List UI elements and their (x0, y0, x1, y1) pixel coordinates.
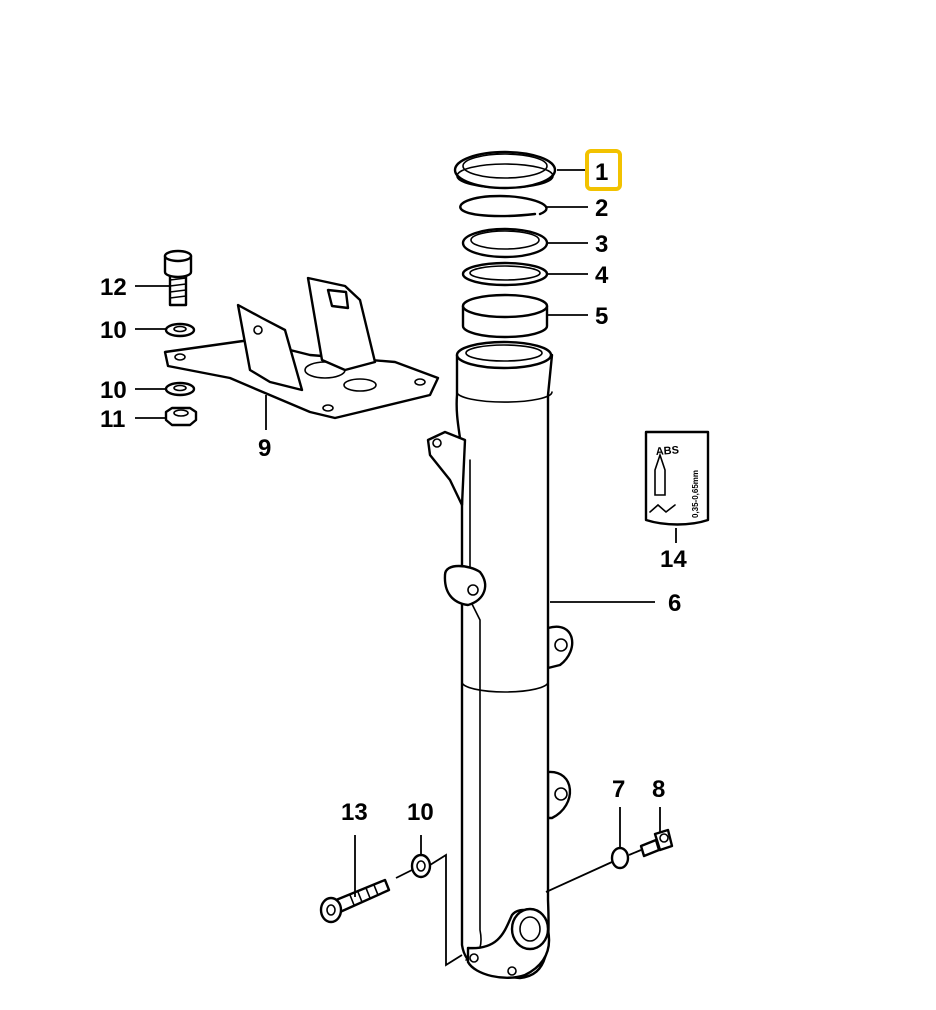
part-11-nut[interactable] (164, 406, 198, 427)
callout-10-lower[interactable]: 10 (100, 377, 127, 404)
part-14-label-card[interactable]: ABS 0,35-0,65mm (644, 430, 710, 526)
callout-1-highlight (585, 149, 622, 191)
callouts: 1 2 3 4 5 6 14 12 10 10 11 9 13 10 7 8 (100, 159, 687, 826)
callout-9[interactable]: 9 (258, 435, 271, 462)
part-5-bushing[interactable] (461, 293, 549, 339)
callout-1[interactable]: 1 (595, 159, 608, 186)
part-2-circlip[interactable] (459, 194, 548, 218)
part-9-mounting-plate[interactable] (163, 276, 440, 420)
callout-14[interactable]: 14 (660, 546, 687, 573)
part-4-washer[interactable] (461, 261, 549, 287)
callout-6[interactable]: 6 (668, 590, 681, 617)
part-10-washer-upper[interactable] (164, 322, 196, 338)
callout-3[interactable]: 3 (595, 231, 608, 258)
part-3-oil-seal[interactable] (461, 227, 549, 259)
part-6-slider-tube[interactable] (426, 340, 574, 980)
leader-lines (135, 169, 677, 967)
part-8-screw[interactable] (639, 828, 674, 858)
callout-13[interactable]: 13 (341, 799, 368, 826)
label-card-line1: ABS (655, 444, 679, 458)
part-1-dust-seal[interactable] (453, 150, 557, 190)
part-13-long-bolt[interactable] (319, 878, 391, 924)
callout-2[interactable]: 2 (595, 195, 608, 222)
callout-5[interactable]: 5 (595, 303, 608, 330)
part-7-small-washer[interactable] (610, 846, 630, 870)
part-10-washer-bolt[interactable] (410, 853, 432, 879)
callout-8[interactable]: 8 (652, 776, 665, 803)
part-10-washer-lower[interactable] (164, 381, 196, 397)
label-card-line2: 0,35-0,65mm (691, 470, 700, 518)
callout-10-upper[interactable]: 10 (100, 317, 127, 344)
callout-12[interactable]: 12 (100, 274, 127, 301)
callout-7[interactable]: 7 (612, 776, 625, 803)
callout-10-bolt[interactable]: 10 (407, 799, 434, 826)
part-12-bolt[interactable] (163, 249, 193, 307)
callout-11[interactable]: 11 (100, 406, 125, 433)
callout-4[interactable]: 4 (595, 262, 609, 289)
